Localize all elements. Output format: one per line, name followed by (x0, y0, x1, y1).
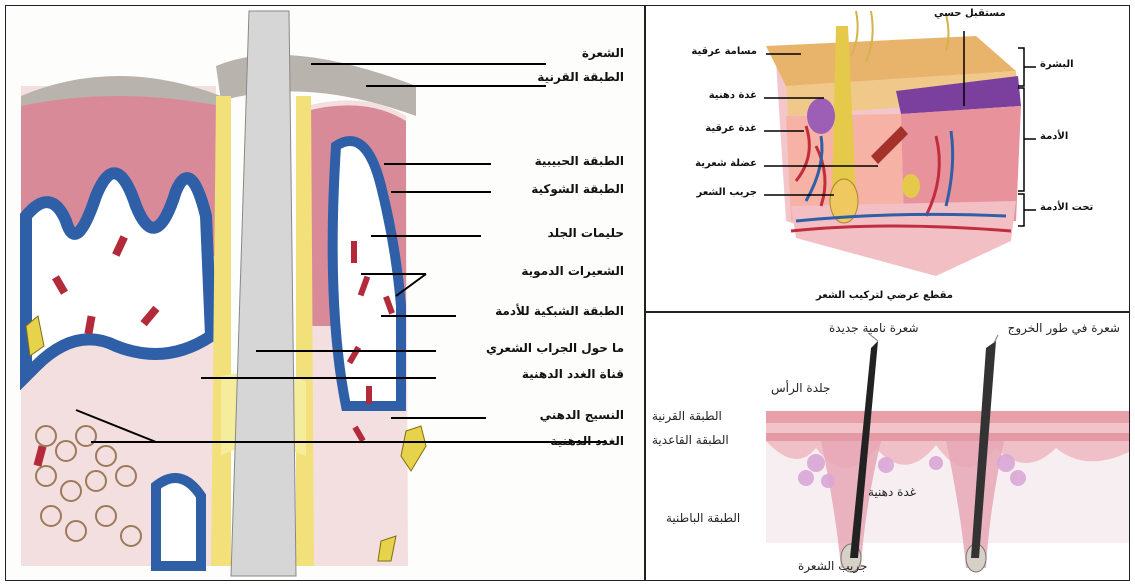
label-adipose-tissue: النسيج الدهني (540, 408, 624, 422)
label-basal-layer: الطبقة القاعدية (652, 433, 729, 447)
label-sensory-receptor: مستقبل حسي (934, 8, 1006, 19)
skin-structure-panel: مستقبل حسي مسامة عرقية غدة دهنية غدة عرق… (645, 5, 1130, 312)
label-hair-follicle: جريب الشعر (697, 187, 757, 198)
label-new-hair: شعرة نامية جديدة (829, 321, 919, 335)
label-sebaceous-gland-br: غدة دهنية (868, 485, 916, 499)
label-hair: الشعرة (582, 46, 624, 60)
hair-cross-section-panel: الشعرة الطبقة القرنية الطبقة الحبيبية ال… (5, 5, 645, 581)
figure-caption: مقطع عرضي لتركيب الشعر (816, 290, 953, 301)
label-stratum-corneum-br: الطبقة القرنية (652, 409, 722, 423)
label-inner-layer: الطبقة الباطنية (666, 511, 740, 525)
label-exiting-hair: شعرة في طور الخروج (1008, 321, 1120, 335)
label-dermal-papillae: حليمات الجلد (548, 226, 624, 240)
label-sebaceous-duct: قناة الغدد الدهنية (522, 367, 624, 381)
hair-cross-section-illustration (6, 6, 645, 581)
label-sweat-pore: مسامة عرقية (691, 46, 757, 57)
label-reticular-dermis: الطبقة الشبكية للأدمة (495, 304, 624, 318)
label-spinous-layer: الطبقة الشوكية (531, 182, 624, 196)
label-hypodermis: تحت الأدمة (1040, 202, 1093, 213)
label-hair-muscle: عضلة شعرية (695, 158, 757, 169)
label-sebaceous-gland: غدة دهنية (709, 90, 757, 101)
label-epidermis: البشرة (1040, 59, 1074, 70)
label-sweat-gland: غدة عرقية (705, 123, 757, 134)
label-scalp: جلدة الرأس (771, 381, 830, 395)
label-hair-follicle-br: جريب الشعرة (798, 559, 867, 573)
label-stratum-corneum: الطبقة القرنية (537, 70, 624, 84)
label-sebaceous-glands: الغدد الدهنية (550, 434, 624, 448)
hair-growth-panel: شعرة في طور الخروج شعرة نامية جديدة جلدة… (645, 312, 1130, 581)
hair-growth-illustration (646, 313, 1130, 581)
label-granular-layer: الطبقة الحبيبية (535, 154, 624, 168)
label-capillaries: الشعيرات الدموية (521, 264, 624, 278)
label-perifollicular: ما حول الجراب الشعري (486, 341, 624, 355)
label-dermis: الأدمة (1040, 131, 1068, 142)
